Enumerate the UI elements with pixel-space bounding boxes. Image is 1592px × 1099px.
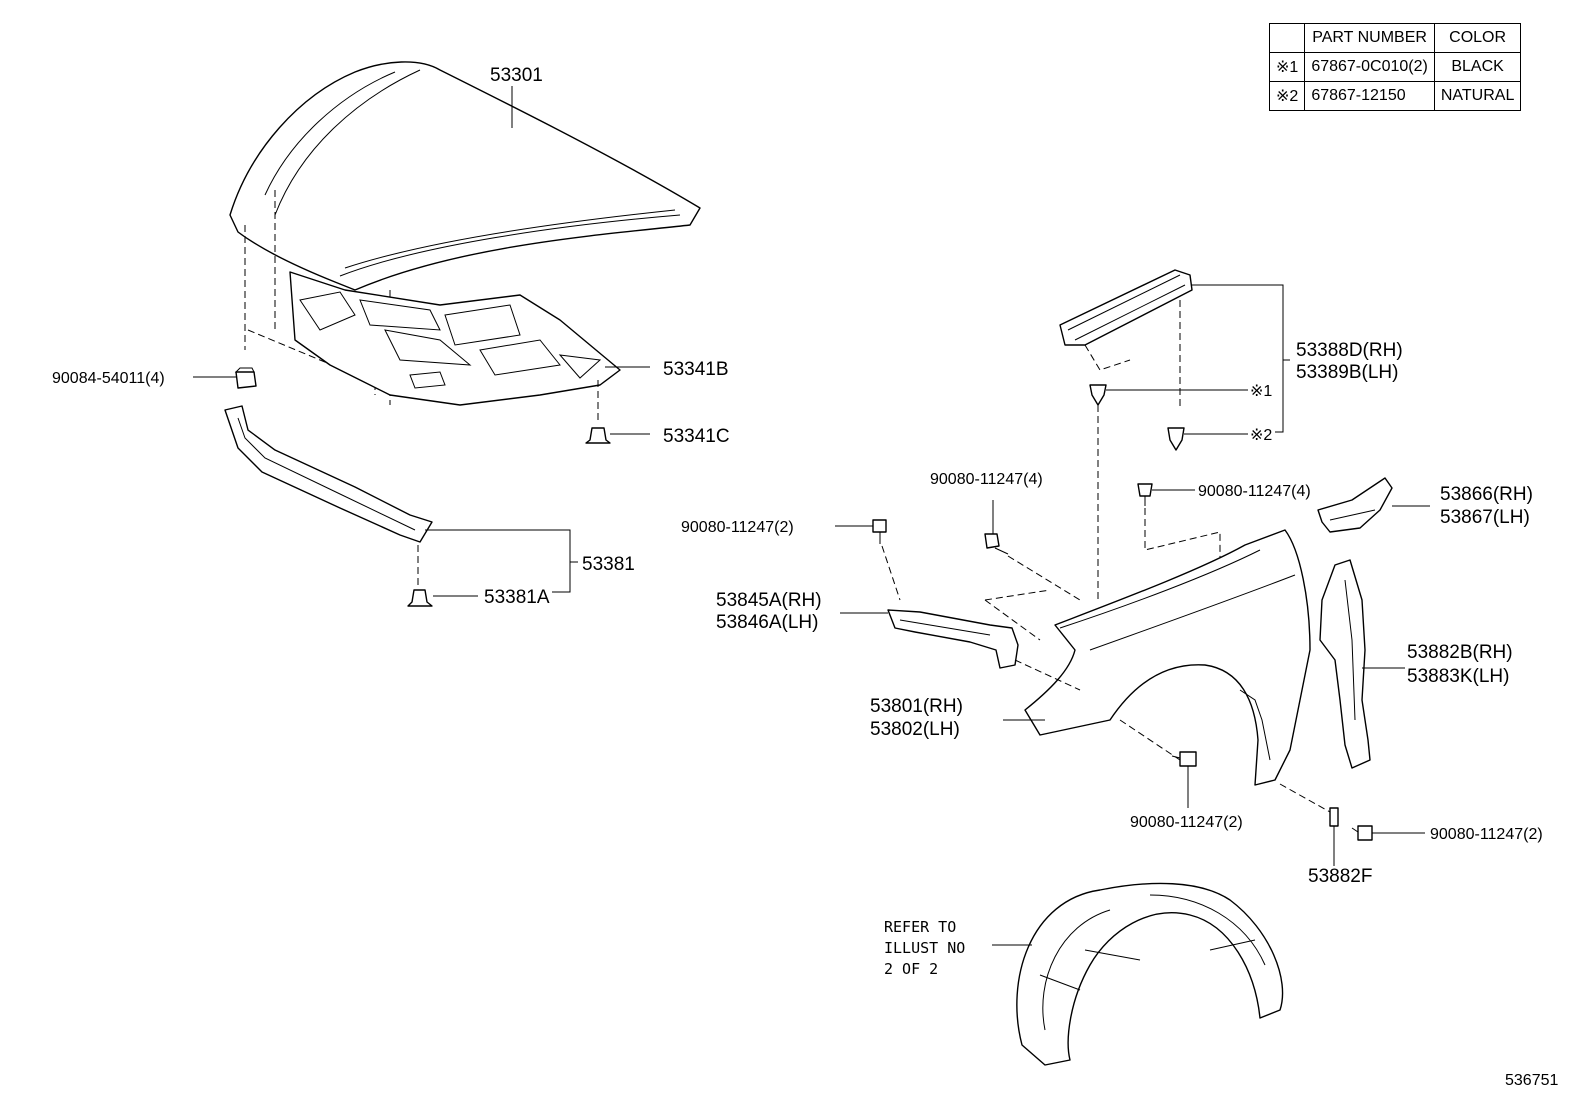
hood-bumper[interactable] <box>234 367 257 389</box>
front-fender[interactable] <box>1024 529 1311 786</box>
fender-upper-bracket[interactable] <box>1317 477 1393 533</box>
callout-fender-liner-rh: 53882B(RH) <box>1407 642 1513 663</box>
fender-liner[interactable] <box>1319 559 1371 769</box>
callout-bracket-lh: 53867(LH) <box>1440 507 1530 528</box>
bolt-bottom-center[interactable] <box>1171 751 1197 767</box>
callout-fender-lh: 53802(LH) <box>870 719 960 740</box>
refer-note-line-2: ILLUST NO <box>884 939 965 957</box>
legend-color: NATURAL <box>1433 81 1522 111</box>
bolt-top-right[interactable] <box>1137 483 1153 506</box>
callout-hood-seal-clip: 53381A <box>484 587 550 608</box>
callout-fender-seal-rh: 53388D(RH) <box>1296 340 1403 361</box>
callout-hood-bumper: 90084-54011(4) <box>52 370 165 387</box>
diagram-id: 536751 <box>1505 1072 1559 1089</box>
legend-mark: ※1 <box>1268 52 1306 82</box>
part-color-legend-table: PART NUMBER COLOR ※1 67867-0C010(2) BLAC… <box>1268 23 1522 111</box>
legend-color: BLACK <box>1433 52 1522 82</box>
inner-fender-liner[interactable] <box>1016 882 1284 1066</box>
callout-clip-mark-1: ※1 <box>1250 383 1272 400</box>
callout-bolt-bottom-right: 90080-11247(2) <box>1430 826 1543 843</box>
hood-insulator-clip[interactable] <box>585 427 611 444</box>
callout-bolt-left: 90080-11247(2) <box>681 519 794 536</box>
bolt-left[interactable] <box>872 519 887 544</box>
fender-pad[interactable] <box>1329 807 1339 827</box>
hood-seal-clip[interactable] <box>407 589 433 607</box>
callout-bracket-rh: 53866(RH) <box>1440 484 1533 505</box>
hood-insulator[interactable] <box>289 271 621 406</box>
callout-fender-liner-lh: 53883K(LH) <box>1407 666 1509 687</box>
callout-fender-rh: 53801(RH) <box>870 696 963 717</box>
legend-part-number: 67867-0C010(2) <box>1304 52 1435 82</box>
callout-fender-seal-lh: 53389B(LH) <box>1296 362 1398 383</box>
callout-bolt-top-right: 90080-11247(4) <box>1198 483 1311 500</box>
callout-hood: 53301 <box>490 65 543 86</box>
bolt-top-center[interactable] <box>984 533 1009 555</box>
callout-bolt-bottom-center: 90080-11247(2) <box>1130 814 1243 831</box>
callout-clip-mark-2: ※2 <box>1250 427 1272 444</box>
callout-fender-bracket-rh: 53845A(RH) <box>716 590 822 611</box>
legend-row: ※2 67867-12150 NATURAL <box>1268 81 1522 111</box>
callout-bolt-top-center: 90080-11247(4) <box>930 471 1043 488</box>
legend-row: ※1 67867-0C010(2) BLACK <box>1268 52 1522 82</box>
refer-note-line-1: REFER TO <box>884 918 956 936</box>
fender-seal-clip-1[interactable] <box>1089 384 1107 406</box>
hood-panel[interactable] <box>229 61 701 291</box>
legend-mark: ※2 <box>1268 81 1306 111</box>
callout-hood-seal: 53381 <box>582 554 635 575</box>
fender-bracket[interactable] <box>887 609 1019 669</box>
callout-hood-insulator: 53341B <box>663 359 729 380</box>
fender-seal-clip-2[interactable] <box>1167 427 1185 451</box>
hood-seal[interactable] <box>224 405 433 543</box>
callout-fender-bracket-lh: 53846A(LH) <box>716 612 818 633</box>
refer-note-line-3: 2 OF 2 <box>884 960 938 978</box>
callout-hood-insulator-clip: 53341C <box>663 426 730 447</box>
fender-seal[interactable] <box>1059 269 1193 346</box>
bolt-bottom-right[interactable] <box>1351 825 1373 841</box>
legend-part-number: 67867-12150 <box>1304 81 1435 111</box>
callout-fender-pad: 53882F <box>1308 866 1372 887</box>
